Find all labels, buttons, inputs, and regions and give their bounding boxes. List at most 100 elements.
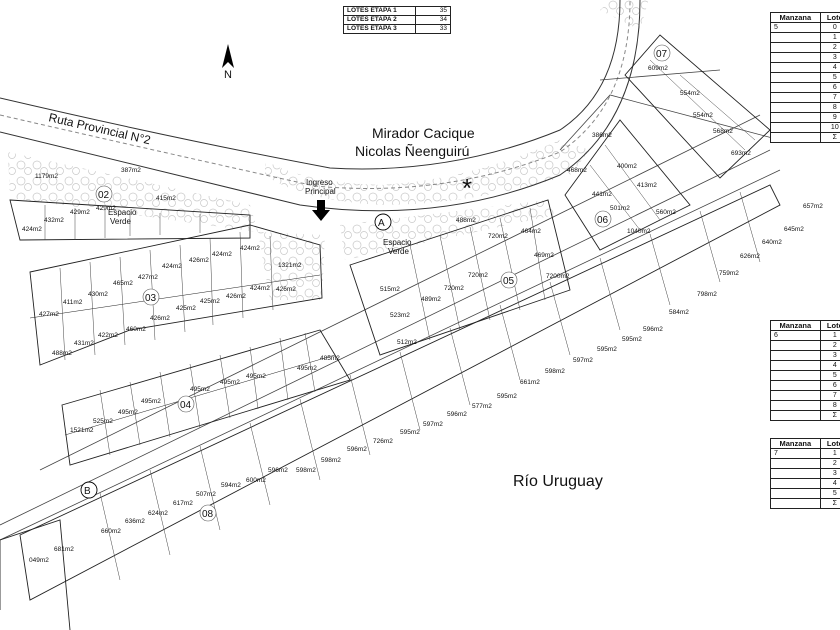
lot-area: 411m2 xyxy=(63,299,83,306)
lot-area: 596m2 xyxy=(268,467,288,474)
lot-area: 657m2 xyxy=(803,203,823,210)
lot-area: 460m2 xyxy=(126,326,146,333)
lot-area: 596m2 xyxy=(447,411,467,418)
manzana-05: 05 xyxy=(500,271,518,289)
lot-area: 577m2 xyxy=(472,403,492,410)
svg-text:02: 02 xyxy=(98,190,110,201)
lot-area: 660m2 xyxy=(101,528,121,535)
ingreso-label-line2: Principal xyxy=(305,187,336,196)
lot-area: 525m2 xyxy=(93,418,113,425)
lot-area: 7200m2 xyxy=(546,273,570,280)
lot-area: 595m2 xyxy=(400,429,420,436)
manzana-04: 04 xyxy=(177,395,195,413)
lot-area: 693m2 xyxy=(731,150,751,157)
ingreso-label-line1: Ingreso xyxy=(306,178,333,187)
lot-area: 515m2 xyxy=(380,286,400,293)
lot-area: 598m2 xyxy=(545,368,565,375)
lot-area: 636m2 xyxy=(125,518,145,525)
lot-area: 609m2 xyxy=(648,65,668,72)
manzana-07: 07 xyxy=(653,44,671,62)
lot-area: 049m2 xyxy=(29,557,49,564)
lot-area: 431m2 xyxy=(74,340,94,347)
svg-text:06: 06 xyxy=(597,215,609,226)
lot-area: 720m2 xyxy=(488,233,508,240)
marker-b: B xyxy=(80,481,98,499)
lot-area: 495m2 xyxy=(220,379,240,386)
lot-area: 597m2 xyxy=(423,421,443,428)
rio-uruguay-label: Río Uruguay xyxy=(513,473,603,490)
lot-area: 430m2 xyxy=(88,291,108,298)
lot-area: 560m2 xyxy=(656,209,676,216)
lot-area: 523m2 xyxy=(390,312,410,319)
blocks xyxy=(0,34,781,630)
lot-area: 426m2 xyxy=(226,293,246,300)
lot-lines xyxy=(44,59,761,581)
lot-area: 798m2 xyxy=(697,291,717,298)
lot-area: 1040m2 xyxy=(627,228,651,235)
espacio-verde-02-line1: Espacio xyxy=(108,208,137,217)
lot-area: 617m2 xyxy=(173,500,193,507)
asterisk-icon: * xyxy=(462,173,472,203)
ruta-provincial-road xyxy=(0,0,641,212)
lot-area: 489m2 xyxy=(421,296,441,303)
lot-area: 661m2 xyxy=(520,379,540,386)
lot-area: 424m2 xyxy=(212,251,232,258)
north-arrow-icon: N xyxy=(222,44,234,81)
lot-area: 645m2 xyxy=(784,226,804,233)
lot-area: 429m2 xyxy=(70,209,90,216)
svg-text:07: 07 xyxy=(656,49,668,60)
lot-area: 597m2 xyxy=(573,357,593,364)
svg-text:05: 05 xyxy=(503,276,515,287)
lot-area: 426m2 xyxy=(276,286,296,293)
svg-text:03: 03 xyxy=(145,293,157,304)
lot-area: 413m2 xyxy=(637,182,657,189)
internal-streets xyxy=(0,69,781,541)
lot-area: 495m2 xyxy=(297,365,317,372)
lot-area: 568m2 xyxy=(713,128,733,135)
lot-area: 596m2 xyxy=(347,446,367,453)
lot-area: 720m2 xyxy=(468,272,488,279)
lot-area: 1321m2 xyxy=(278,262,302,269)
svg-text:B: B xyxy=(84,486,91,497)
lot-area: 595m2 xyxy=(497,393,517,400)
lot-area: 495m2 xyxy=(118,409,138,416)
lot-area: 386m2 xyxy=(592,132,612,139)
lot-area: 1179m2 xyxy=(35,173,58,180)
mirador-label-line2: Nicolas Ñeenguirú xyxy=(355,143,469,159)
lot-area: 640m2 xyxy=(762,239,782,246)
lot-area: 626m2 xyxy=(740,253,760,260)
lot-area: 495m2 xyxy=(141,398,161,405)
svg-text:A: A xyxy=(378,218,385,229)
lot-area: 495m2 xyxy=(246,373,266,380)
lot-area: 465m2 xyxy=(113,280,133,287)
lot-area: 400m2 xyxy=(617,163,637,170)
lot-area: 432m2 xyxy=(44,217,64,224)
lot-area: 426m2 xyxy=(150,315,170,322)
marker-a: A xyxy=(374,213,392,231)
manzana-labels: 02 03 04 05 06 07 08 xyxy=(95,44,671,522)
lot-area: 726m2 xyxy=(373,438,393,445)
lot-area: 1521m2 xyxy=(70,427,94,434)
svg-text:04: 04 xyxy=(180,400,192,411)
lot-area: 759m2 xyxy=(719,270,739,277)
lot-area: 415m2 xyxy=(156,195,176,202)
lot-area: 512m2 xyxy=(397,339,417,346)
lot-area: 485m2 xyxy=(320,355,340,362)
manzana-06: 06 xyxy=(594,210,612,228)
espacio-verde-02-line2: Verde xyxy=(110,217,131,226)
lot-area: 594m2 xyxy=(221,482,241,489)
lot-area: 681m2 xyxy=(54,546,74,553)
lot-area: 554m2 xyxy=(680,90,700,97)
lot-area: 595m2 xyxy=(597,346,617,353)
lot-area: 424m2 xyxy=(162,263,182,270)
lot-area-labels: 1179m2 387m2 415m2 432m2 429m2 429m2 424… xyxy=(22,65,823,564)
lot-area: 600m2 xyxy=(246,477,266,484)
lot-area: 468m2 xyxy=(567,167,587,174)
lot-area: 554m2 xyxy=(693,112,713,119)
lot-area: 464m2 xyxy=(521,228,541,235)
manzana-03: 03 xyxy=(142,288,160,306)
manzana-08: 08 xyxy=(199,504,217,522)
